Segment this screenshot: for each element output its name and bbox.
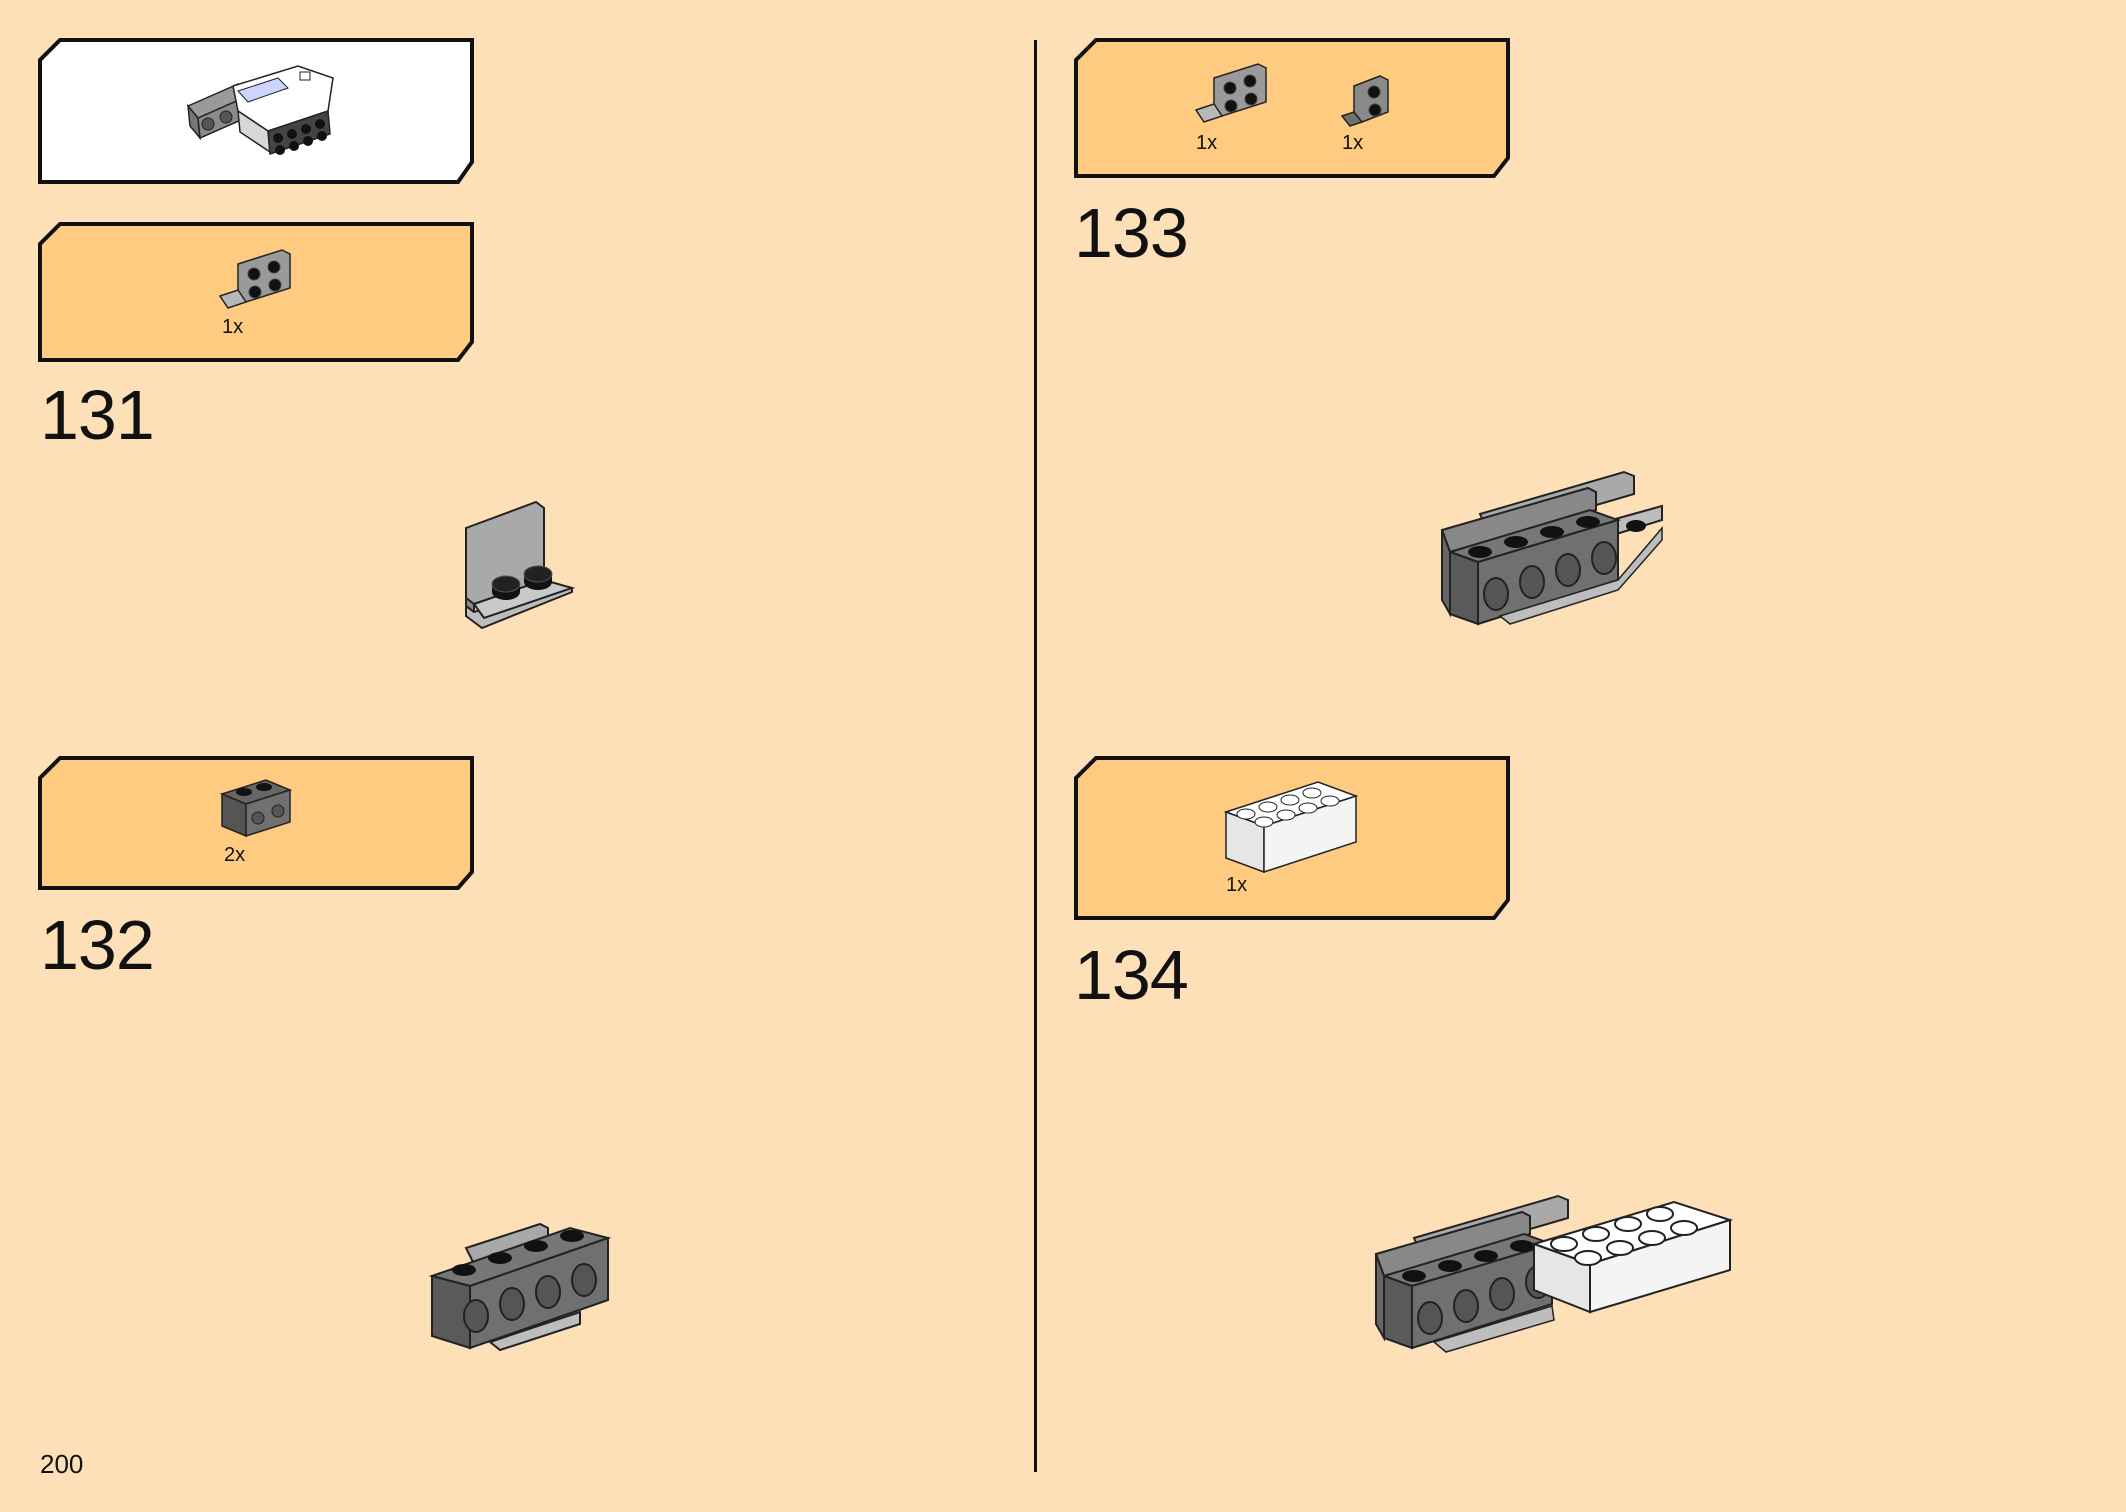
part-quantity: 1x: [1342, 132, 1364, 154]
bracket-1x2-icon: [1340, 75, 1389, 127]
bracket-plate-icon: [218, 249, 291, 309]
step-134-assembly-icon: [1374, 1194, 1734, 1353]
parts-callout-step-131: 1x: [38, 222, 474, 362]
step-number-131: 131: [40, 376, 155, 454]
white-brick-2x4-icon: [1223, 781, 1359, 874]
parts-callout-step-134: 1x: [1074, 756, 1510, 920]
part-quantity: 1x: [1196, 132, 1218, 154]
page-divider: [1034, 40, 1037, 1472]
step-number-133: 133: [1074, 194, 1189, 272]
step-number-132: 132: [40, 906, 155, 984]
step-133-assembly-icon: [1440, 470, 1663, 626]
submodel-preview-icon: [186, 65, 334, 156]
parts-callout-step-133: 1x 1x: [1074, 38, 1510, 178]
step-number-134: 134: [1074, 936, 1189, 1014]
technic-brick-icon: [219, 779, 293, 838]
submodel-callout: [38, 38, 474, 184]
step-131-assembly-icon: [465, 500, 576, 630]
step-132-assembly-icon: [428, 1222, 612, 1352]
part-quantity: 1x: [222, 316, 244, 338]
callout-frame: [1074, 38, 1510, 178]
parts-callout-step-132: 2x: [38, 756, 474, 890]
page-number: 200: [40, 1449, 84, 1479]
part-quantity: 1x: [1226, 874, 1248, 896]
part-quantity: 2x: [224, 844, 246, 866]
bracket-2x2-icon: [1194, 63, 1267, 123]
